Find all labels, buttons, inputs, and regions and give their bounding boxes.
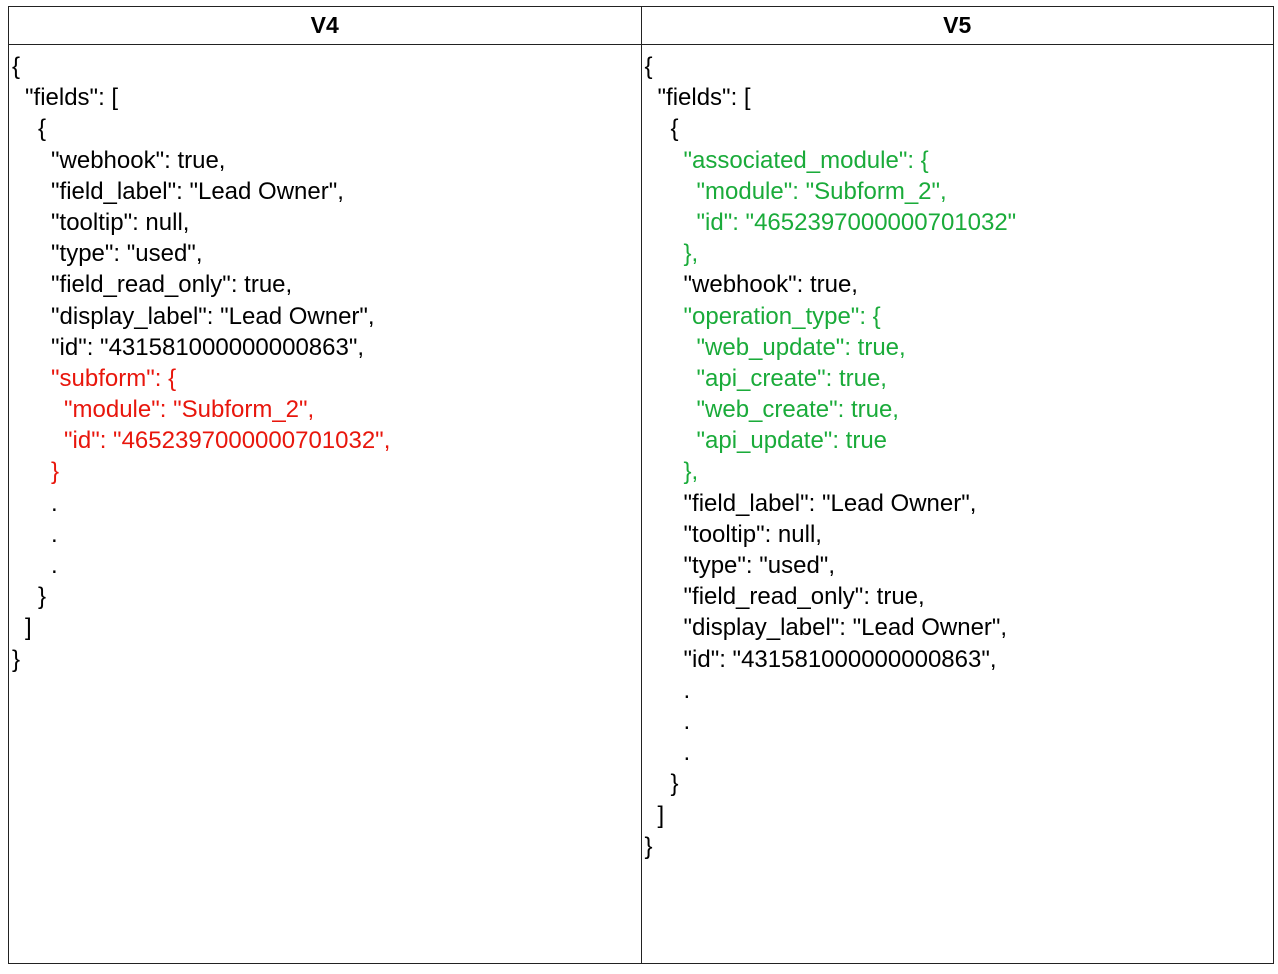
v5-code-line: }: [644, 832, 653, 860]
v4-code-line: "field_label": "Lead Owner",: [51, 177, 344, 205]
v4-code-line: }: [38, 583, 47, 611]
v5-code-line: {: [644, 53, 653, 80]
v4-code-line: .: [51, 520, 58, 548]
v4-code-line: "type": "used",: [51, 240, 203, 268]
v4-code-line-removed: }: [51, 458, 60, 486]
v5-code-line-added: "operation_type": {: [683, 302, 881, 330]
v5-code-block: {"fields": [{"associated_module": {"modu…: [642, 45, 1274, 862]
column-header-v5: V5: [640, 6, 1274, 45]
v4-code-line: {: [12, 53, 21, 80]
content-row: {"fields": [{"webhook": true,"field_labe…: [8, 44, 1274, 964]
v4-code-line: .: [51, 552, 58, 579]
v5-code-line: }: [670, 770, 679, 798]
v4-code-line: "field_read_only": true,: [51, 271, 293, 299]
v5-cell: {"fields": [{"associated_module": {"modu…: [640, 44, 1274, 964]
v4-code-block: {"fields": [{"webhook": true,"field_labe…: [9, 45, 641, 675]
v4-code-line-removed: "module": "Subform_2",: [64, 396, 315, 424]
v5-code-line-added: "id": "4652397000000701032": [696, 208, 1017, 236]
v4-code-line: ]: [25, 614, 32, 642]
v5-code-line: "webhook": true,: [683, 271, 858, 299]
v4-code-line: }: [12, 645, 21, 673]
v5-code-line-added: },: [683, 240, 699, 268]
v4-code-line: {: [38, 115, 47, 143]
v5-code-line-added: "api_create": true,: [696, 364, 887, 392]
v4-code-line: "webhook": true,: [51, 146, 226, 174]
v5-code-line: .: [683, 676, 691, 704]
v5-code-line: "field_label": "Lead Owner",: [683, 489, 977, 517]
v4-code-line: "id": "431581000000000863",: [51, 333, 365, 361]
v5-code-line-added: "module": "Subform_2",: [696, 177, 947, 205]
v5-code-line-added: "associated_module": {: [683, 146, 929, 174]
v4-code-line: "fields": [: [25, 84, 119, 112]
v5-code-line: "fields": [: [657, 84, 751, 112]
v5-code-line: "type": "used",: [683, 552, 836, 579]
header-row: V4 V5: [8, 6, 1274, 45]
v5-code-line: {: [670, 115, 679, 143]
v4-code-line-removed: "subform": {: [51, 364, 177, 392]
v5-code-line: .: [683, 739, 691, 767]
v5-code-line-added: "web_create": true,: [696, 396, 899, 424]
v5-code-line-added: },: [683, 458, 699, 486]
v4-cell: {"fields": [{"webhook": true,"field_labe…: [8, 44, 642, 964]
v5-code-line-added: "api_update": true: [696, 427, 888, 455]
v4-code-line-removed: "id": "4652397000000701032",: [64, 427, 391, 455]
v5-code-line: .: [683, 707, 691, 735]
comparison-table: V4 V5 {"fields": [{"webhook": true,"fiel…: [8, 6, 1274, 964]
column-header-v4: V4: [8, 6, 642, 45]
v5-code-line: "id": "431581000000000863",: [683, 645, 997, 673]
v5-code-line: "tooltip": null,: [683, 520, 822, 548]
v5-code-line: "display_label": "Lead Owner",: [683, 614, 1008, 642]
v5-code-line: ]: [657, 801, 665, 829]
v5-code-line: "field_read_only": true,: [683, 583, 925, 611]
v4-code-line: "display_label": "Lead Owner",: [51, 302, 375, 330]
v4-code-line: "tooltip": null,: [51, 208, 190, 236]
v5-code-line-added: "web_update": true,: [696, 333, 906, 361]
v4-code-line: .: [51, 489, 58, 517]
